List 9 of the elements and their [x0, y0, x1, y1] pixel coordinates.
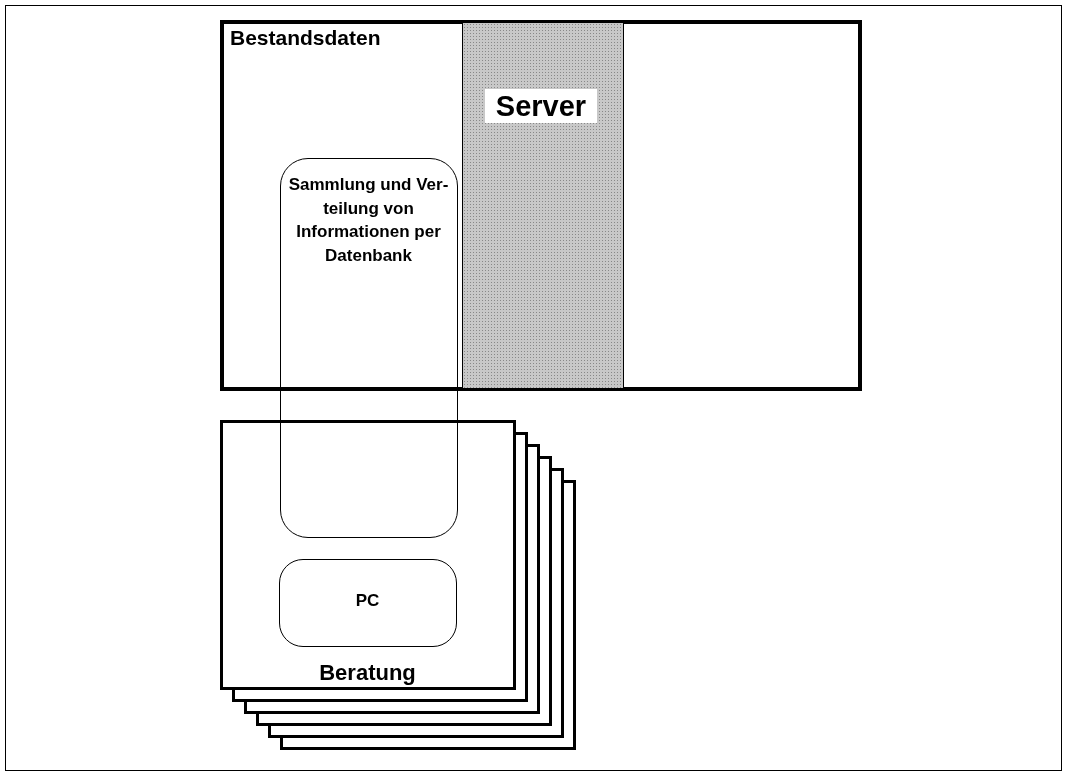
pc-box	[279, 559, 457, 647]
pc-label: PC	[354, 590, 381, 612]
panel-title: Bestandsdaten	[230, 26, 381, 50]
function-text: Sammlung und Ver-teilung von Informationen per Datenbank	[287, 174, 450, 267]
advice-panel	[220, 420, 516, 690]
server-title: Server	[485, 89, 597, 123]
panel-title: Beratung	[318, 661, 417, 685]
server-band	[462, 22, 624, 389]
data-panel	[220, 20, 862, 391]
